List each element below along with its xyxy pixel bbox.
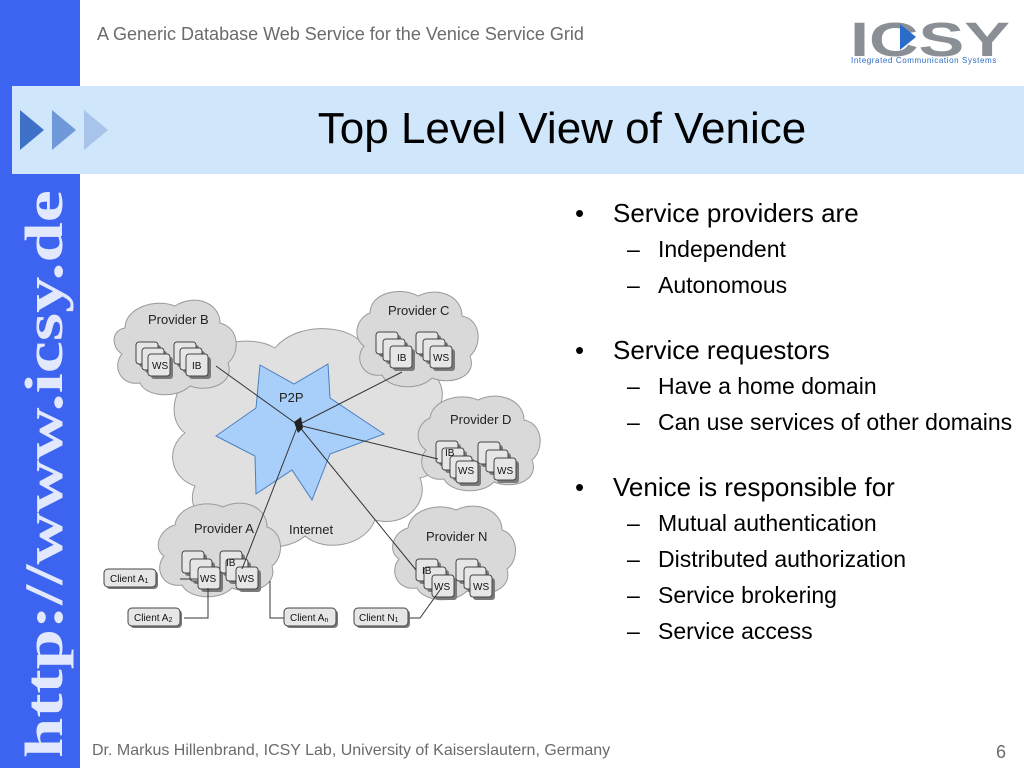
ib-label: IB bbox=[226, 558, 236, 569]
client-an: Client An bbox=[283, 607, 338, 628]
ib-label: IB bbox=[422, 566, 432, 577]
sub-bullet: –Mutual authentication bbox=[627, 510, 877, 536]
sub-bullet-text: Can use services of other domains bbox=[658, 409, 1013, 435]
bullet-service-providers: • Service providers are bbox=[575, 198, 1015, 229]
bullet-service-requestors: • Service requestors bbox=[575, 335, 1015, 366]
sub-bullet: –Have a home domain bbox=[627, 373, 877, 399]
ws-label: WS bbox=[433, 353, 449, 364]
client-n1-sub: 1 bbox=[395, 617, 399, 624]
ib-label: IB bbox=[445, 448, 455, 459]
svg-text:Client An: Client An bbox=[290, 613, 328, 624]
ws-label: WS bbox=[238, 574, 254, 585]
sub-bullet: –Service access bbox=[627, 618, 813, 644]
provider-b-services: WS IB bbox=[135, 341, 212, 380]
bullet-text: Service providers are bbox=[613, 198, 859, 228]
client-n1: Client N1 bbox=[353, 607, 410, 628]
triple-arrow-icon bbox=[20, 110, 108, 150]
svg-text:Client A2: Client A2 bbox=[134, 613, 172, 624]
bullet-text: Service requestors bbox=[613, 335, 830, 365]
bullet-dot: • bbox=[575, 335, 585, 365]
p2p-connections bbox=[215, 365, 439, 571]
p2p-hub bbox=[294, 417, 303, 433]
sub-bullet-text: Independent bbox=[658, 236, 786, 262]
presentation-subtitle: A Generic Database Web Service for the V… bbox=[97, 24, 584, 44]
sidebar-url-text: http://www.icsy.de bbox=[14, 190, 74, 758]
client-a1-name: Client A bbox=[110, 574, 145, 585]
provider-d-label: Provider D bbox=[450, 412, 511, 427]
sub-bullet: –Autonomous bbox=[627, 272, 788, 298]
sub-bullet-text: Autonomous bbox=[658, 272, 788, 298]
internet-label: Internet bbox=[289, 522, 333, 537]
logo-tagline: Integrated Communication Systems bbox=[851, 56, 997, 65]
client-an-sub: n bbox=[324, 617, 328, 624]
page-number: 6 bbox=[995, 742, 1006, 762]
client-an-name: Client A bbox=[290, 613, 325, 624]
provider-n-services: IB WS WS bbox=[415, 558, 496, 601]
client-a2: Client A2 bbox=[127, 607, 182, 628]
provider-c-services: IB WS bbox=[375, 331, 456, 372]
ws-label: WS bbox=[497, 466, 513, 477]
client-a2-name: Client A bbox=[134, 613, 169, 624]
svg-text:Client N1: Client N1 bbox=[359, 613, 399, 624]
bullet-text: Venice is responsible for bbox=[613, 472, 895, 502]
bullet-dot: • bbox=[575, 198, 585, 228]
title-band bbox=[12, 86, 1024, 174]
ws-label: WS bbox=[200, 574, 216, 585]
sub-bullet: –Can use services of other domains bbox=[627, 409, 1013, 435]
provider-n-label: Provider N bbox=[426, 529, 487, 544]
client-n1-name: Client N bbox=[359, 613, 395, 624]
ws-label: WS bbox=[434, 582, 450, 593]
sub-bullet: –Service brokering bbox=[627, 582, 837, 608]
sub-bullet-text: Service brokering bbox=[658, 582, 837, 608]
sub-bullet-text: Mutual authentication bbox=[658, 510, 877, 536]
venice-topology-diagram: P2P Internet Provider B Provider C Provi… bbox=[103, 291, 541, 628]
bullet-venice-responsible: • Venice is responsible for bbox=[575, 472, 1015, 503]
provider-d-services: IB WS WS bbox=[435, 440, 520, 487]
svg-text:Client A1: Client A1 bbox=[110, 574, 148, 585]
provider-b-label: Provider B bbox=[148, 312, 209, 327]
sub-bullet-text: Distributed authorization bbox=[658, 546, 907, 572]
sub-bullet: –Distributed authorization bbox=[627, 546, 907, 572]
p2p-label: P2P bbox=[279, 390, 304, 405]
ws-label: WS bbox=[473, 582, 489, 593]
footer-author: Dr. Markus Hillenbrand, ICSY Lab, Univer… bbox=[92, 742, 611, 759]
client-connectors bbox=[180, 578, 441, 619]
icsy-logo: ICSY bbox=[850, 14, 1010, 67]
sub-bullet-text: Have a home domain bbox=[658, 373, 877, 399]
client-a2-sub: 2 bbox=[168, 617, 172, 624]
p2p-network bbox=[215, 363, 386, 502]
ib-label: IB bbox=[397, 353, 407, 364]
slide-title: Top Level View of Venice bbox=[317, 104, 807, 153]
sidebar-url: http://www.icsy.de bbox=[14, 190, 74, 758]
provider-a-services: IB WS WS bbox=[181, 550, 262, 593]
ws-label: WS bbox=[152, 361, 168, 372]
logo-wordmark: ICSY bbox=[850, 14, 1010, 67]
logo-play-icon bbox=[900, 24, 916, 50]
client-a1: Client A1 bbox=[103, 568, 158, 589]
provider-c-label: Provider C bbox=[388, 303, 449, 318]
sub-bullet-text: Service access bbox=[658, 618, 813, 644]
ws-label: WS bbox=[458, 466, 474, 477]
ib-label: IB bbox=[192, 361, 202, 372]
bullet-dot: • bbox=[575, 472, 585, 502]
sub-bullet: –Independent bbox=[627, 236, 786, 262]
provider-a-label: Provider A bbox=[194, 521, 254, 536]
bullet-list: • Service providers are –Independent –Aut… bbox=[575, 198, 1015, 653]
client-a1-sub: 1 bbox=[144, 578, 148, 585]
